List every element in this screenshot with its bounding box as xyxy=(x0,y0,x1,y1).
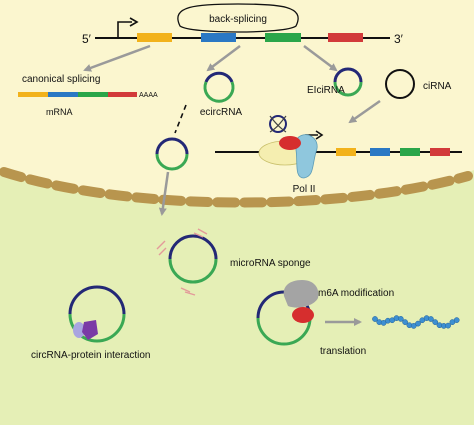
pol-ii-label: Pol II xyxy=(293,184,316,195)
polya-label: AAAA xyxy=(139,92,158,99)
nucleus-background xyxy=(0,0,474,202)
pol-ii-exon-red xyxy=(430,148,450,156)
peptide-bead xyxy=(402,319,408,325)
peptide-chain xyxy=(372,315,460,329)
nuclear-membrane xyxy=(0,167,473,208)
exported-circrna xyxy=(155,137,189,171)
promoter-arrowhead xyxy=(129,17,139,27)
snrnp-strand xyxy=(269,115,287,133)
exon-red xyxy=(328,33,363,42)
arrow-to-canonical xyxy=(83,44,151,72)
exon-blue xyxy=(201,33,236,42)
pre-mrna-gene: 5′ 3′ xyxy=(82,17,404,46)
snrnp-circle xyxy=(269,115,287,133)
mrna-bar xyxy=(18,92,137,97)
pol-ii-blue-subunit xyxy=(295,134,318,179)
mrna-label: mRNA xyxy=(46,107,73,117)
exported-arc-green xyxy=(155,153,189,171)
peptide-bead xyxy=(397,316,404,322)
sponge-arc-dark xyxy=(168,234,218,260)
exon-green xyxy=(265,33,301,42)
circrna-protein-group xyxy=(68,285,126,343)
mrna-segment-green xyxy=(78,92,108,97)
pol-ii-exon-yellow xyxy=(336,148,356,156)
exported-arc-dark xyxy=(155,137,189,155)
arrow-to-ecircrna xyxy=(206,45,241,72)
protein-circ-arc-dark xyxy=(68,285,126,315)
microrna-left xyxy=(156,240,167,256)
cirna-circle xyxy=(385,69,415,99)
pol-ii-exon-blue xyxy=(370,148,390,156)
peptide-bead xyxy=(410,323,417,329)
elcirna-circle xyxy=(333,67,363,97)
m6a-modification-label: m6A modification xyxy=(318,288,394,299)
ecircrna-label: ecircRNA xyxy=(200,107,243,118)
ecircrna-arc-dark xyxy=(204,71,234,83)
circrna-protein-interaction-label: circRNA-protein interaction xyxy=(31,350,151,361)
peptide-bead xyxy=(415,320,421,327)
ecircrna-arc-green xyxy=(203,81,235,103)
mrna-segment-yellow xyxy=(18,92,48,97)
peptide-bead xyxy=(428,316,434,322)
arrow-to-elcirna xyxy=(303,45,338,72)
microrna-sponge-label: microRNA sponge xyxy=(230,258,311,269)
microrna-sponge-group xyxy=(156,228,218,296)
peptide-bead xyxy=(445,322,451,329)
pol-ii-promoter-arrowhead xyxy=(315,130,324,140)
protein-lavender xyxy=(73,322,85,338)
microrna-top xyxy=(193,228,208,238)
elcirna-arc-green xyxy=(333,81,363,97)
pol-ii-exon-green xyxy=(400,148,420,156)
back-splicing-loop xyxy=(177,3,299,33)
canonical-splicing-label: canonical splicing xyxy=(22,74,100,85)
peptide-bead xyxy=(453,317,460,323)
pol-ii-red-subunit xyxy=(279,136,301,150)
three-prime-label: 3′ xyxy=(394,32,404,46)
peptide-bead xyxy=(432,319,439,325)
protein-circ-arc-green xyxy=(68,313,126,343)
mrna-segment-red xyxy=(108,92,137,97)
translation-label: translation xyxy=(320,346,366,357)
ecircrna-circle xyxy=(203,71,235,103)
cirna-label: ciRNA xyxy=(423,81,452,92)
sponge-arc-green xyxy=(168,258,218,284)
exon-yellow xyxy=(137,33,172,42)
arrow-export-to-cytoplasm xyxy=(158,171,170,216)
elcirna-label: EIciRNA xyxy=(307,85,345,96)
pol-ii-complex xyxy=(215,115,462,179)
mrna-segment-blue xyxy=(48,92,78,97)
peptide-bead xyxy=(372,316,378,322)
promoter-arrow xyxy=(117,21,132,38)
translation-group xyxy=(256,280,319,346)
translation-circ-arc-green xyxy=(256,317,312,346)
arrow-to-pol-ii xyxy=(348,99,381,124)
back-splicing-label: back-splicing xyxy=(209,14,267,25)
m6a-mark xyxy=(292,307,314,323)
elcirna-arc-dark xyxy=(333,67,363,83)
ribosome xyxy=(283,280,319,308)
protein-purple xyxy=(82,320,98,340)
microrna-bottom xyxy=(180,287,196,296)
five-prime-label: 5′ xyxy=(82,32,92,46)
